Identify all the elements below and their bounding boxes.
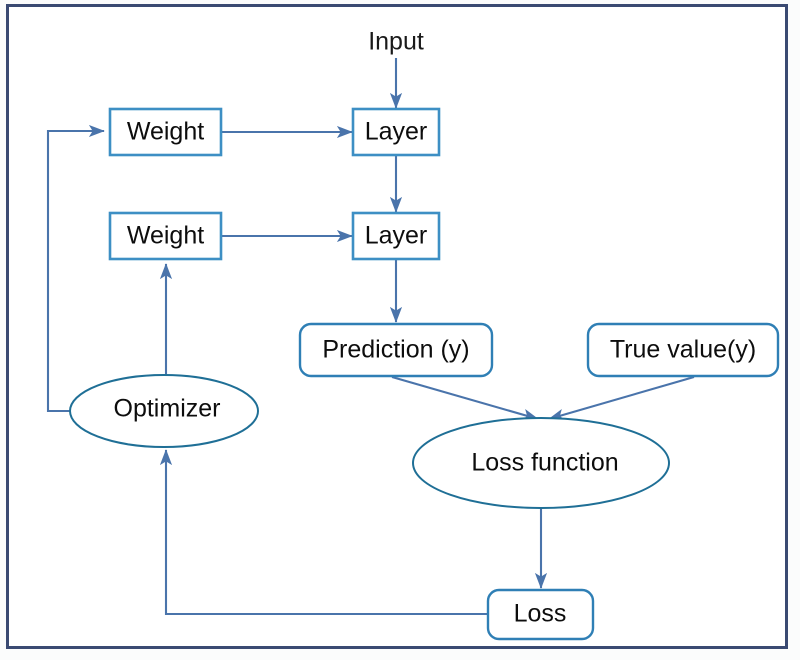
node-weight-1-label: Weight [127,118,204,146]
edge-optimizer-to-weight1 [46,124,105,413]
node-weight-1[interactable]: Weight [108,107,223,157]
edge-truevalue-to-lossfn [548,375,695,421]
node-layer-2[interactable]: Layer [351,211,441,261]
node-loss[interactable]: Loss [486,588,595,641]
edge-prediction-to-lossfn [391,375,539,421]
node-true-value-label: True value(y) [610,336,756,364]
true-value-box[interactable] [586,322,780,378]
node-optimizer-label: Optimizer [114,395,221,423]
layer1-box[interactable] [351,107,441,157]
node-loss-function-label: Loss function [471,449,618,477]
node-prediction-label: Prediction (y) [322,336,469,364]
node-true-value[interactable]: True value(y) [586,322,780,378]
layer2-box[interactable] [351,211,441,261]
loss-box[interactable] [486,588,595,641]
node-weight-2-label: Weight [127,222,204,250]
node-input-label: Input [368,28,424,56]
node-prediction[interactable]: Prediction (y) [298,322,494,378]
connectors [46,58,695,616]
weight1-box[interactable] [108,107,223,157]
node-layer-2-label: Layer [365,222,428,250]
node-optimizer[interactable]: Optimizer [69,374,259,448]
edge-loss-to-optimizer [159,449,488,616]
node-input: Input [368,28,424,56]
node-layer-1-label: Layer [365,118,428,146]
node-layer-1[interactable]: Layer [351,107,441,157]
optimizer-ellipse[interactable] [69,374,259,448]
node-loss-function[interactable]: Loss function [412,417,670,509]
node-weight-2[interactable]: Weight [108,211,223,261]
weight2-box[interactable] [108,211,223,261]
loss-function-ellipse[interactable] [412,417,670,509]
node-loss-label: Loss [514,600,567,628]
prediction-box[interactable] [298,322,494,378]
